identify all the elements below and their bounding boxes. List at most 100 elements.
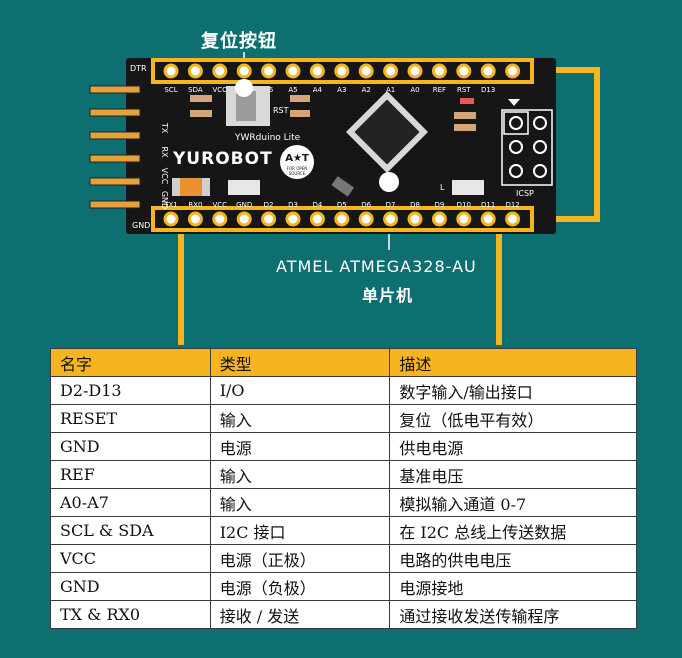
cell-name: A0-A7 [50, 488, 211, 517]
smd-components [172, 95, 484, 197]
pin-label: D3 [288, 201, 298, 209]
icsp-header [501, 99, 553, 186]
cell-description: 数字输入/输出接口 [389, 376, 637, 405]
cell-name: GND [50, 572, 211, 601]
corner-label-bottom: GND [132, 221, 150, 230]
pin-hole [456, 63, 472, 79]
pin-hole [309, 63, 325, 79]
cell-type: 输入 [209, 488, 391, 517]
svg-text:FOR OPEN: FOR OPEN [287, 166, 308, 171]
pin-hole [309, 211, 325, 227]
pin-label: D6 [361, 201, 371, 209]
reset-button[interactable] [226, 79, 270, 126]
top-pin-frame [151, 58, 534, 84]
reset-button-callout: 复位按钮 [201, 31, 277, 52]
board-logo: YUROBOT [172, 149, 273, 169]
connector-lines [178, 67, 600, 345]
left-header-pins [89, 85, 141, 209]
pin-label: D4 [312, 201, 322, 209]
mcu-model-callout: ATMEL ATMEGA328-AU [276, 257, 477, 276]
table-header-row: 名字 类型 描述 [50, 348, 637, 377]
header-description: 描述 [389, 348, 637, 377]
board-name: YWRduino Lite [234, 133, 301, 143]
cell-name: SCL & SDA [50, 516, 211, 545]
pin-label: SDA [188, 86, 203, 94]
open-source-badge: A★T FOR OPEN SOURCE [280, 145, 314, 179]
led-l-label: L [440, 183, 445, 192]
pin-hole [505, 63, 521, 79]
pin-hole [383, 211, 399, 227]
cell-description: 供电电源 [389, 432, 637, 461]
header-pin [89, 108, 141, 117]
pin-hole [334, 211, 350, 227]
cell-name: VCC [50, 544, 211, 573]
pin-label: RX0 [188, 201, 202, 209]
cell-type: 电源（正极） [209, 544, 391, 573]
pin-label: D10 [457, 201, 471, 209]
cell-description: 模拟输入通道 0-7 [389, 488, 637, 517]
pin-label: A3 [337, 86, 346, 94]
corner-label-top: DTR [130, 64, 147, 73]
mcu-name-callout: 单片机 [362, 286, 414, 305]
pin-hole [407, 211, 423, 227]
cell-name: RESET [50, 404, 211, 433]
pin-label: D5 [337, 201, 347, 209]
pin-hole [187, 211, 203, 227]
bottom-pin-row [163, 211, 521, 227]
pin-hole [431, 63, 447, 79]
pin-hole [456, 211, 472, 227]
pin-hole [480, 211, 496, 227]
cell-name: REF [50, 460, 211, 489]
cell-name: GND [50, 432, 211, 461]
pin-hole [163, 211, 179, 227]
pin-hole [236, 63, 252, 79]
cell-type: 输入 [209, 460, 391, 489]
cell-name: TX & RX0 [50, 600, 211, 629]
header-type: 类型 [209, 348, 391, 377]
cell-type: 电源 [209, 432, 391, 461]
cell-description: 复位（低电平有效） [389, 404, 637, 433]
pin-label: VCC [213, 86, 228, 94]
pin-label: D9 [434, 201, 444, 209]
pin-hole [358, 211, 374, 227]
pin-hole [212, 211, 228, 227]
pin-hole [505, 211, 521, 227]
pin-hole [358, 63, 374, 79]
pin-label: A0 [410, 86, 419, 94]
pin-hole [285, 211, 301, 227]
pin-hole [285, 63, 301, 79]
pin-label: RST [457, 86, 471, 94]
cell-description: 基准电压 [389, 460, 637, 489]
rst-label: RST [273, 106, 289, 115]
header-pin [89, 154, 141, 163]
pin-hole [236, 211, 252, 227]
pin-label: GND [236, 201, 252, 209]
pin-hole [187, 63, 203, 79]
cell-description: 电源接地 [389, 572, 637, 601]
pin-label: REF [433, 86, 446, 94]
pin-label: A4 [313, 86, 323, 94]
icsp-label: ICSP [516, 189, 534, 198]
cell-description: 电路的供电电压 [389, 544, 637, 573]
board-diagram: SCLSDAVCCA7A6A5A4A3A2A1A0REFRSTD13 TX1RX… [89, 52, 600, 345]
header-pin [89, 177, 141, 186]
header-pin [89, 200, 141, 209]
cell-type: 接收 / 发送 [209, 600, 391, 629]
pin-hole [163, 63, 179, 79]
bottom-pin-frame [151, 206, 534, 232]
cell-type: I/O [209, 376, 391, 405]
pin-label: VCC [213, 201, 228, 209]
pin-hole [431, 211, 447, 227]
cell-type: 输入 [209, 404, 391, 433]
pin-label: D8 [410, 201, 420, 209]
header-pin [89, 131, 141, 140]
header-label: GND [160, 191, 169, 209]
header-label: TX [160, 122, 169, 134]
pin-label: D2 [264, 201, 274, 209]
